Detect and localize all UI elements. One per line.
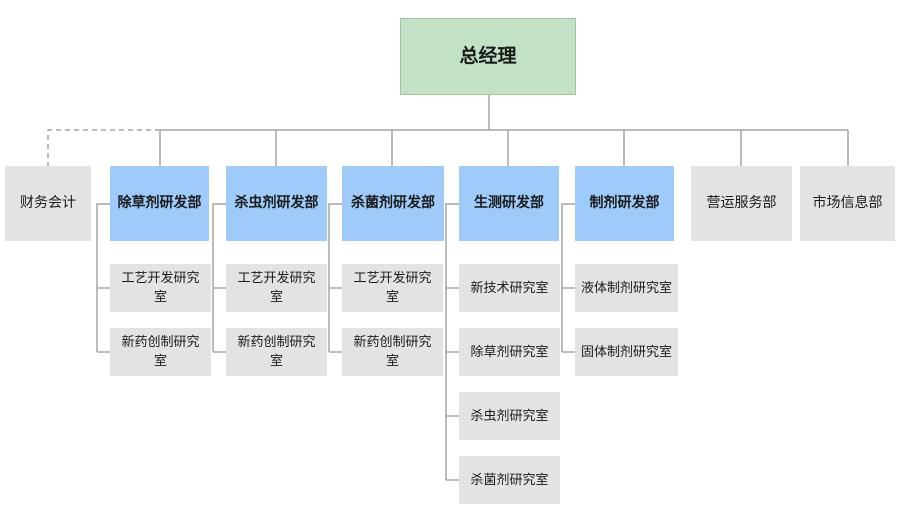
lab-node: 固体制剂研究室 — [575, 328, 678, 376]
department-label: 制剂研发部 — [589, 195, 660, 211]
department-node: 除草剂研发部 — [110, 166, 209, 241]
lab-label: 工艺开发研究室 — [353, 271, 432, 305]
lab-label: 新药创制研究室 — [353, 335, 432, 369]
lab-node: 工艺开发研究室 — [110, 264, 211, 312]
finance-label: 财务会计 — [20, 195, 76, 211]
department-label: 杀菌剂研发部 — [351, 195, 435, 211]
lab-label: 杀菌剂研究室 — [470, 472, 549, 488]
operations-label: 营运服务部 — [706, 195, 777, 211]
lab-label: 除草剂研究室 — [470, 344, 549, 360]
lab-label: 工艺开发研究室 — [237, 271, 316, 305]
marketing-node: 市场信息部 — [800, 166, 895, 241]
lab-node: 新药创制研究室 — [226, 328, 327, 376]
operations-node: 营运服务部 — [691, 166, 792, 241]
department-node: 生测研发部 — [459, 166, 559, 241]
department-label: 除草剂研发部 — [117, 195, 202, 211]
general-manager-node: 总经理 — [400, 18, 576, 95]
department-node: 制剂研发部 — [575, 166, 674, 241]
department-label: 生测研发部 — [474, 195, 544, 211]
lab-node: 液体制剂研究室 — [575, 264, 678, 312]
lab-label: 液体制剂研究室 — [581, 280, 673, 296]
lab-node: 杀菌剂研究室 — [459, 456, 560, 504]
general-manager-label: 总经理 — [459, 45, 517, 67]
lab-node: 新药创制研究室 — [342, 328, 443, 376]
lab-node: 新药创制研究室 — [110, 328, 211, 376]
lab-label: 新药创制研究室 — [121, 335, 200, 369]
lab-label: 固体制剂研究室 — [581, 344, 673, 360]
finance-node: 财务会计 — [5, 166, 91, 241]
lab-node: 工艺开发研究室 — [342, 264, 443, 312]
marketing-label: 市场信息部 — [812, 195, 883, 211]
lab-label: 新药创制研究室 — [237, 335, 316, 369]
lab-label: 新技术研究室 — [470, 280, 549, 296]
lab-node: 杀虫剂研究室 — [459, 392, 560, 440]
lab-node: 新技术研究室 — [459, 264, 560, 312]
lab-label: 杀虫剂研究室 — [470, 408, 549, 424]
department-node: 杀虫剂研发部 — [226, 166, 327, 241]
department-label: 杀虫剂研发部 — [234, 195, 319, 211]
lab-node: 除草剂研究室 — [459, 328, 560, 376]
department-node: 杀菌剂研发部 — [342, 166, 444, 241]
lab-label: 工艺开发研究室 — [121, 271, 200, 305]
lab-node: 工艺开发研究室 — [226, 264, 327, 312]
